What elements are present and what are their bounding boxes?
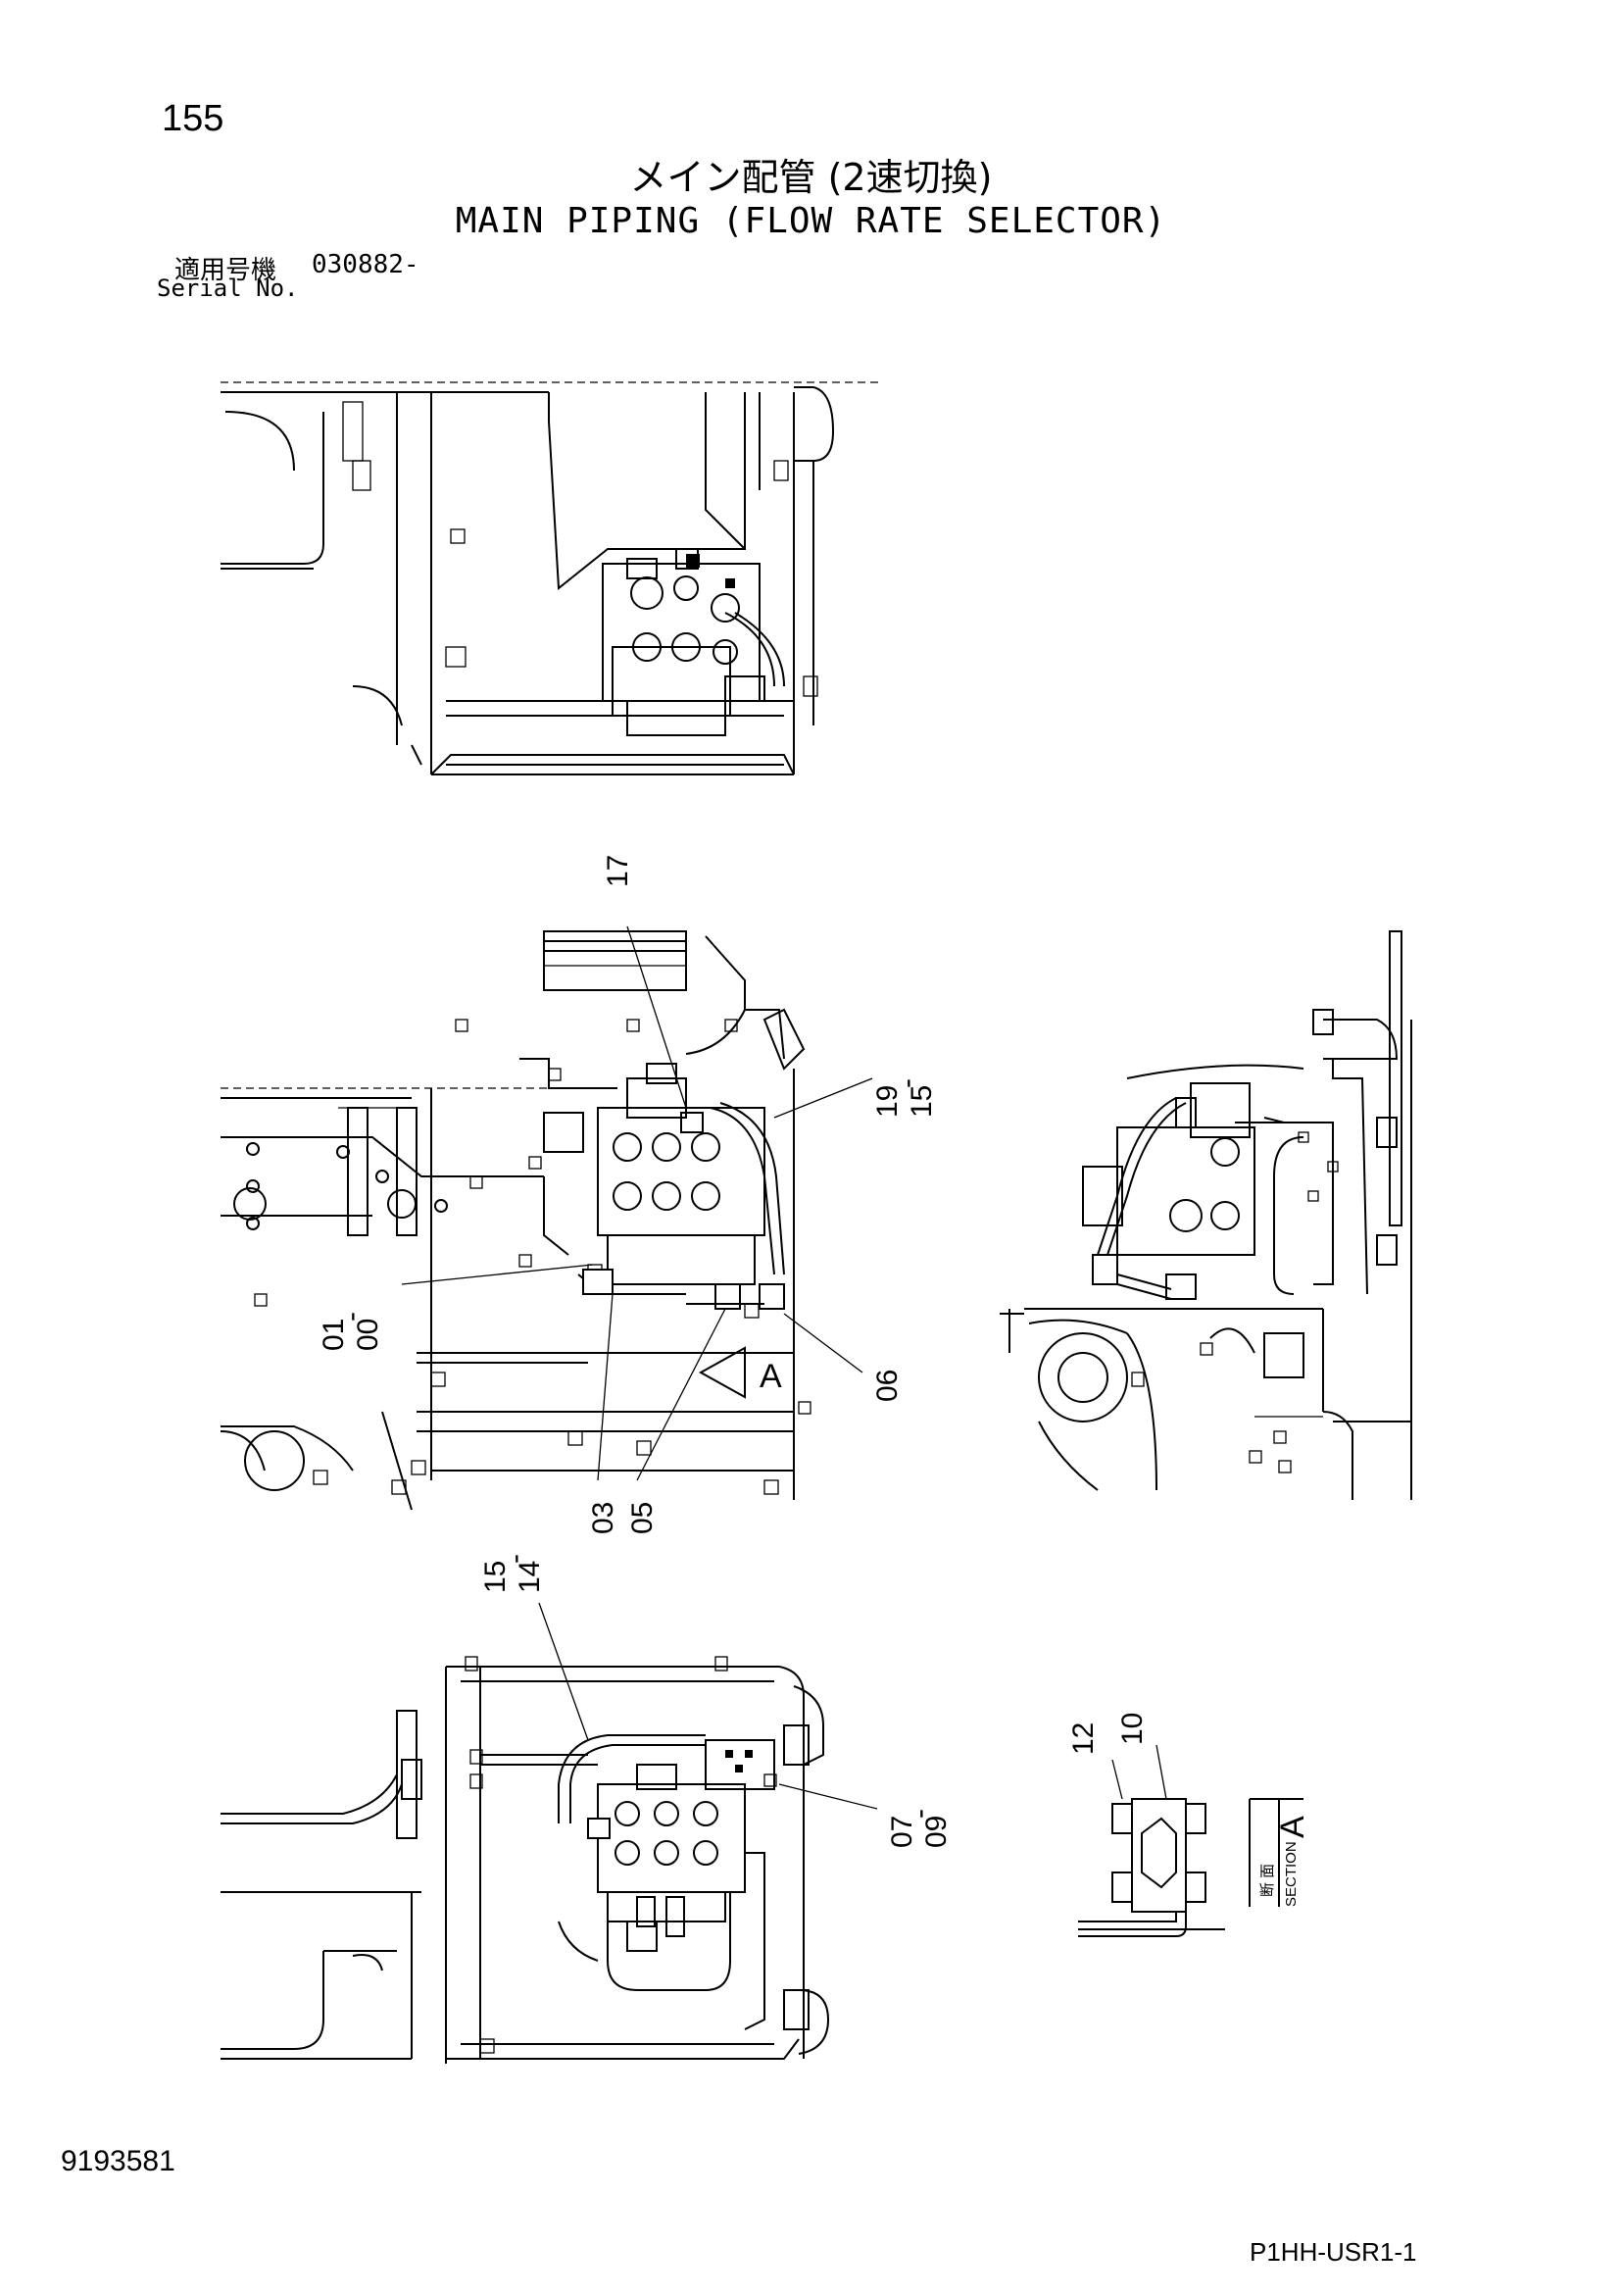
view-top-upper: [221, 381, 882, 775]
callout-19: 19: [871, 1085, 904, 1118]
view-top-lower: 15 - 14 07 - 09: [221, 1554, 953, 2064]
callout-17: 17: [602, 855, 634, 887]
callout-dash-15-14: -: [499, 1554, 531, 1564]
callout-09: 09: [920, 1816, 953, 1848]
callout-05: 05: [626, 1502, 659, 1534]
title-japanese: メイン配管 (2速切換): [629, 156, 993, 199]
page-number: 155: [162, 98, 224, 139]
title-english: MAIN PIPING (FLOW RATE SELECTOR): [455, 201, 1167, 241]
serial-label-japanese: 適用号機: [174, 256, 277, 285]
callout-dash-19-15: -: [891, 1078, 923, 1088]
callout-dash-01-00: -: [335, 1312, 368, 1322]
callout-07: 07: [886, 1816, 918, 1848]
view-section-a: 12 10 断 面 SECTION A: [1067, 1713, 1311, 1937]
serial-label-english: Serial No.: [157, 275, 299, 302]
view-side-left: A 17 19 - 15 01 - 00 03 05 06: [220, 855, 938, 1534]
callout-15: 15: [906, 1085, 938, 1118]
section-letter: A: [1274, 1816, 1311, 1838]
callout-12: 12: [1067, 1722, 1100, 1755]
section-label-japanese: 断 面: [1259, 1864, 1276, 1897]
callout-06: 06: [871, 1370, 904, 1402]
section-arrow-label: A: [760, 1358, 782, 1395]
callout-00: 00: [352, 1319, 384, 1351]
section-label-english: SECTION: [1283, 1841, 1300, 1907]
document-number: 9193581: [61, 2145, 175, 2177]
callout-dash-07-09: -: [904, 1809, 936, 1819]
callout-10: 10: [1116, 1713, 1149, 1745]
view-side-right: [1000, 930, 1412, 1500]
callout-14: 14: [514, 1561, 546, 1593]
serial-value: 030882-: [312, 250, 419, 279]
callout-03: 03: [587, 1502, 619, 1534]
reference-code: P1HH-USR1-1: [1250, 2237, 1417, 2267]
callout-15-lower: 15: [479, 1561, 512, 1593]
callout-01: 01: [318, 1319, 350, 1351]
